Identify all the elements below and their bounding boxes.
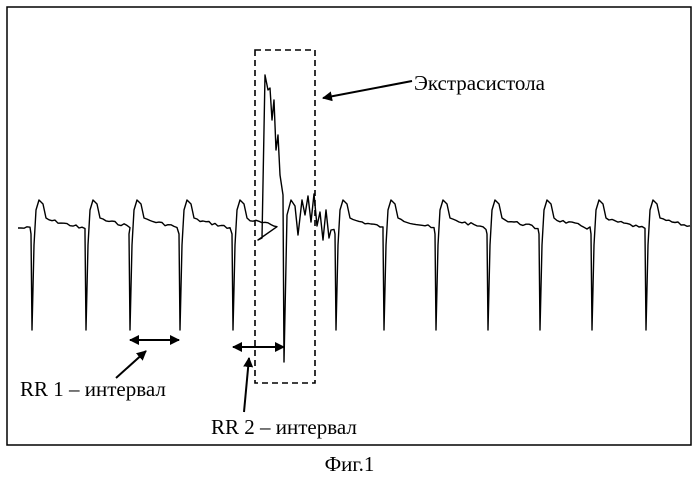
- rr1-label: RR 1 – интервал: [20, 377, 166, 401]
- figure-caption: Фиг.1: [0, 452, 699, 477]
- extrasystole-arrow: [323, 81, 412, 98]
- rr1-pointer-arrow: [116, 351, 146, 378]
- extrasystole-label: Экстрасистола: [414, 71, 546, 95]
- rr2-label: RR 2 – интервал: [211, 415, 357, 439]
- rr2-pointer-arrow: [244, 358, 249, 412]
- ecg-trace: [18, 75, 690, 362]
